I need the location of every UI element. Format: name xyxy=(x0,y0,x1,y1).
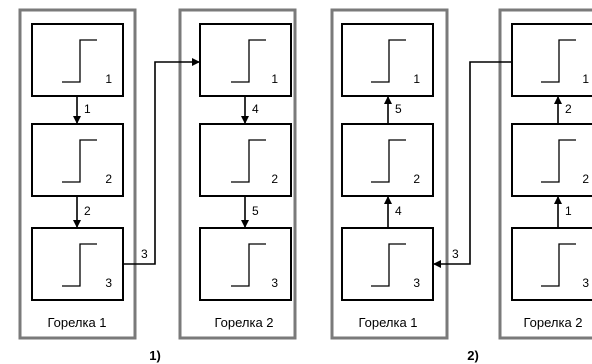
stage-3-number: 3 xyxy=(271,276,278,290)
burner-1-frame xyxy=(330,8,449,340)
step-symbol xyxy=(541,139,576,183)
burner-1-label: Горелка 1 xyxy=(358,315,417,330)
stage-1-number: 1 xyxy=(413,72,420,86)
stage-2-number: 2 xyxy=(413,172,420,186)
arrow-label: 3 xyxy=(452,247,459,261)
burner-2-group: 1 2 3 Горелка 2 xyxy=(498,8,592,340)
burner-2-frame xyxy=(498,8,592,340)
stage-3-box xyxy=(199,227,292,301)
step-symbol xyxy=(371,243,406,287)
diagram-2: 1 2 3 Горелка 1 1 2 3 Горелка 2 5 xyxy=(330,8,592,363)
step-symbol xyxy=(231,139,266,183)
stage-3-number: 3 xyxy=(105,276,112,290)
sequence-arrow xyxy=(433,61,511,268)
stage-1-box xyxy=(511,23,592,97)
burner-2-label: Горелка 2 xyxy=(523,315,582,330)
step-symbol xyxy=(231,243,266,287)
step-symbol xyxy=(62,139,97,183)
sequence-arrow xyxy=(123,58,200,265)
stage-3-number: 3 xyxy=(413,276,420,290)
step-symbol xyxy=(371,139,406,183)
stage-1-number: 1 xyxy=(582,72,589,86)
arrow-label: 4 xyxy=(252,102,259,116)
diagram-caption: 1) xyxy=(149,348,161,363)
arrow-label: 1 xyxy=(84,102,91,116)
arrow-label: 2 xyxy=(84,204,91,218)
burner-2-group: 1 2 3 Горелка 2 xyxy=(178,8,297,340)
burner-1-group: 1 2 3 Горелка 1 xyxy=(330,8,449,340)
diagram-1: 1 2 3 Горелка 1 1 2 3 Горелка 2 1 xyxy=(18,8,297,363)
stage-1-number: 1 xyxy=(105,72,112,86)
burner-1-frame xyxy=(18,8,137,340)
stage-2-number: 2 xyxy=(271,172,278,186)
step-symbol xyxy=(541,243,576,287)
arrow-label: 2 xyxy=(565,102,572,116)
stage-2-number: 2 xyxy=(582,172,589,186)
arrow-label: 3 xyxy=(141,247,148,261)
step-symbol xyxy=(371,39,406,83)
burner-2-label: Горелка 2 xyxy=(214,315,273,330)
arrow-label: 4 xyxy=(395,204,402,218)
stage-2-box xyxy=(511,123,592,197)
burner-1-group: 1 2 3 Горелка 1 xyxy=(18,8,137,340)
stage-1-number: 1 xyxy=(271,72,278,86)
step-symbol xyxy=(62,39,97,83)
arrow-label: 5 xyxy=(395,102,402,116)
diagram-caption: 2) xyxy=(467,348,479,363)
stage-3-box xyxy=(511,227,592,301)
burner-2-frame xyxy=(178,8,297,340)
stage-2-number: 2 xyxy=(105,172,112,186)
step-symbol xyxy=(62,243,97,287)
stage-3-number: 3 xyxy=(582,276,589,290)
step-symbol xyxy=(541,39,576,83)
arrow-label: 5 xyxy=(252,204,259,218)
arrow-label: 1 xyxy=(565,204,572,218)
step-symbol xyxy=(231,39,266,83)
burner-1-label: Горелка 1 xyxy=(47,315,106,330)
